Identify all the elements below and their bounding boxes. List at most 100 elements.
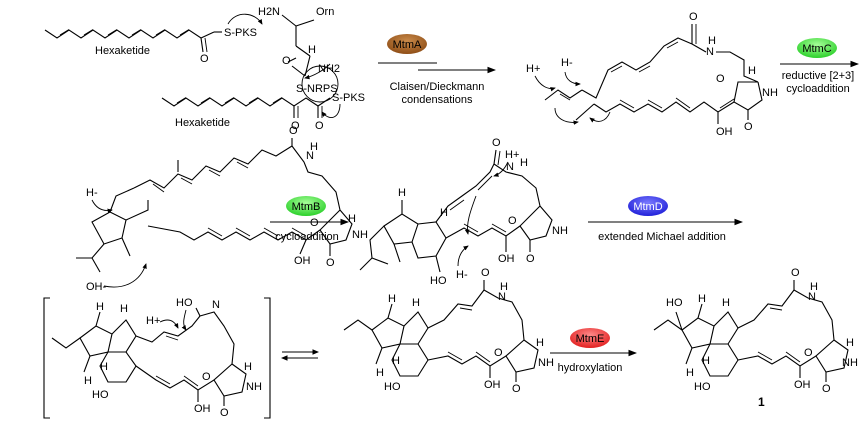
svg-text:H: H [500,281,508,293]
svg-text:HO: HO [694,381,711,393]
equilibrium-arrows [280,349,320,361]
svg-text:O: O [202,371,211,383]
svg-text:H: H [310,141,318,153]
starting-materials: O Hexaketide S-PKS H2N Orn NH2 H O S-NRP… [44,6,365,132]
int1-oh: OH [716,126,733,138]
svg-text:O: O [822,383,831,395]
product-ho: HO [666,297,683,309]
step2-condition-line1: reductive [2+3] [782,70,854,82]
intermediate-3: H+ H H HO H- O N H NH O O OH [359,137,568,287]
hexaketide-top-label: Hexaketide [95,45,150,57]
s-nrps-label: S-NRPS [296,83,338,95]
mtme-badge [570,328,610,348]
step4-arrow: MtmD extended Michael addition [588,196,744,243]
svg-text:OH: OH [194,403,211,415]
svg-text:H: H [440,207,448,219]
svg-text:O: O [220,407,229,419]
svg-text:N: N [306,150,314,162]
mtma-badge [387,34,427,54]
step2-condition-line2: cycloaddition [786,83,850,95]
int3-ho: HO [430,275,447,287]
int1-h-minus: H- [561,57,573,69]
svg-text:H: H [348,213,356,225]
int3-o: O [508,215,517,227]
svg-text:H: H [84,375,92,387]
hexaketide-bottom-label: Hexaketide [175,117,230,129]
product-o: O [804,347,813,359]
int1-n: N [706,46,714,58]
svg-text:O: O [512,383,521,395]
h2n-label: H2N [258,6,280,18]
int4-ho: HO [92,389,109,401]
int1-o2: O [744,121,753,133]
int4-h-plus: H+ [146,315,160,327]
svg-text:O: O [310,217,319,229]
svg-text:OH: OH [294,255,311,267]
svg-text:H: H [722,297,730,309]
svg-text:NH: NH [538,357,554,369]
step1-arrow: MtmA Claisen/Dieckmann condensations [378,34,497,106]
product-oh: OH [794,379,811,391]
svg-text:O: O [526,253,535,265]
int1-o1: O [716,73,725,85]
intermediate-2: H- OH- O N H H NH O O OH [76,125,368,293]
svg-text:O: O [282,55,291,67]
svg-text:H: H [376,367,384,379]
svg-text:O: O [791,267,800,279]
step1-condition-line2: condensations [402,94,473,106]
svg-text:O: O [289,125,298,137]
product-nh: NH [842,357,858,369]
step5-condition: hydroxylation [558,362,623,374]
int3-n: N [506,161,514,173]
svg-text:N: N [498,291,506,303]
product-1: H HO H H H HO O N H H NH O O OH 1 [653,267,858,409]
int1-h: H [748,65,756,77]
step1-condition-line1: Claisen/Dieckmann [390,81,485,93]
int2-h-minus: H- [86,187,98,199]
svg-text:H: H [708,35,716,47]
svg-text:H: H [810,281,818,293]
svg-text:O: O [200,53,209,65]
svg-text:O: O [326,257,335,269]
int2-oh-minus: OH- [86,281,107,293]
step4-condition: extended Michael addition [598,231,726,243]
mtmb-badge [286,196,326,216]
mtmc-label: MtmC [802,43,831,55]
svg-text:O: O [689,11,698,23]
mtmb-label: MtmB [292,201,321,213]
step3-condition: cycloaddition [275,231,339,243]
svg-text:H: H [412,297,420,309]
svg-text:H: H [244,361,252,373]
svg-text:H: H [702,355,710,367]
svg-text:H: H [686,367,694,379]
svg-text:H: H [308,44,316,56]
product-number-label: 1 [758,395,765,409]
svg-text:HO: HO [384,381,401,393]
svg-text:H: H [388,293,396,305]
svg-text:O: O [492,137,501,149]
int3-nh: NH [552,225,568,237]
s-pks-bottom-label: S-PKS [332,92,365,104]
s-pks-top-label: S-PKS [224,27,257,39]
svg-text:H: H [398,187,406,199]
svg-text:H: H [536,337,544,349]
int3-h-plus: H+ [505,149,519,161]
svg-text:O: O [494,347,503,359]
int3-h: H [520,157,528,169]
product-h: H [846,337,854,349]
intermediate-5: H H H H HO O N H H NH O O OH [343,267,554,395]
step2-arrow: MtmC reductive [2+3] cycloaddition [780,38,860,95]
int1-nh: NH [762,87,778,99]
svg-text:H: H [96,301,104,313]
svg-text:N: N [212,299,220,311]
intermediate-1: H+ H- O N H H NH O O OH [526,11,778,138]
svg-text:NH: NH [352,229,368,241]
mtmc-badge [797,38,837,58]
intermediate-4-bracketed: H H H H HO H+ HO N H NH O O OH [43,297,271,419]
svg-text:H: H [392,355,400,367]
step5-arrow: MtmE hydroxylation [550,328,638,374]
svg-text:NH: NH [246,381,262,393]
svg-text:O: O [291,120,300,132]
product-n: N [808,291,816,303]
